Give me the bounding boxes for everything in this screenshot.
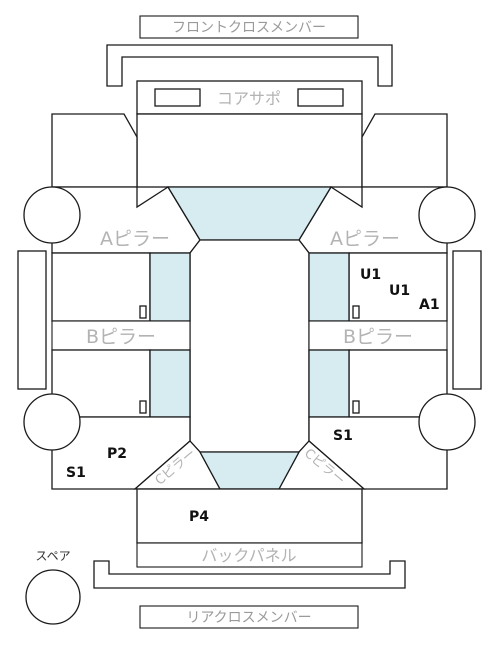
rear-cross-member[interactable] <box>93 560 406 589</box>
left-b-pillar[interactable] <box>51 320 191 351</box>
damage-code-s1-right: S1 <box>333 428 353 444</box>
right-rear-door-handle <box>352 400 360 414</box>
right-rear-window[interactable] <box>308 349 350 418</box>
rear-cross-member-label: リアクロスメンバー <box>186 610 311 626</box>
front-cross-member-box[interactable] <box>139 15 359 39</box>
front-cross-member[interactable] <box>106 44 393 87</box>
right-front-door-handle <box>352 305 360 319</box>
back-panel[interactable] <box>136 542 363 568</box>
b-pillar-right-label: Bピラー <box>343 326 413 348</box>
rear-right-wheel[interactable] <box>418 393 476 451</box>
left-rear-window[interactable] <box>149 349 191 418</box>
damage-code-a1: A1 <box>419 297 440 313</box>
trunk[interactable] <box>136 488 363 544</box>
b-pillar-left-label: Bピラー <box>86 326 156 348</box>
right-front-window[interactable] <box>308 252 350 322</box>
left-front-door-handle <box>139 305 147 319</box>
right-front-fender[interactable] <box>361 113 448 188</box>
core-support-left-slot <box>154 88 201 107</box>
roof[interactable] <box>189 239 310 453</box>
hood-area[interactable] <box>136 113 363 188</box>
front-left-wheel[interactable] <box>23 186 81 244</box>
rear-left-wheel[interactable] <box>23 393 81 451</box>
damage-code-p4: P4 <box>189 509 209 525</box>
damage-code-u1-upper: U1 <box>360 267 381 283</box>
right-side-sill[interactable] <box>452 250 482 390</box>
spare-tire[interactable] <box>25 569 81 625</box>
left-front-fender[interactable] <box>51 113 138 188</box>
damage-code-u1-lower: U1 <box>389 283 410 299</box>
spare-label: スペア <box>35 549 70 563</box>
a-pillar-right-label: Aピラー <box>330 228 400 250</box>
left-front-door[interactable] <box>51 252 151 322</box>
damage-code-p2: P2 <box>107 446 127 462</box>
front-cross-member-label: フロントクロスメンバー <box>172 20 326 36</box>
left-front-window[interactable] <box>149 252 191 322</box>
left-side-sill[interactable] <box>17 250 47 390</box>
rear-cross-member-box[interactable] <box>139 605 359 629</box>
back-panel-label: バックパネル <box>201 546 296 565</box>
damage-code-s1-left: S1 <box>66 465 86 481</box>
right-b-pillar[interactable] <box>308 320 448 351</box>
front-right-wheel[interactable] <box>418 186 476 244</box>
a-pillar-left-label: Aピラー <box>100 228 170 250</box>
right-front-door[interactable] <box>348 252 448 322</box>
core-support-right-slot <box>297 88 344 107</box>
core-support-label: コアサポ <box>217 89 281 108</box>
left-rear-door-handle <box>139 400 147 414</box>
